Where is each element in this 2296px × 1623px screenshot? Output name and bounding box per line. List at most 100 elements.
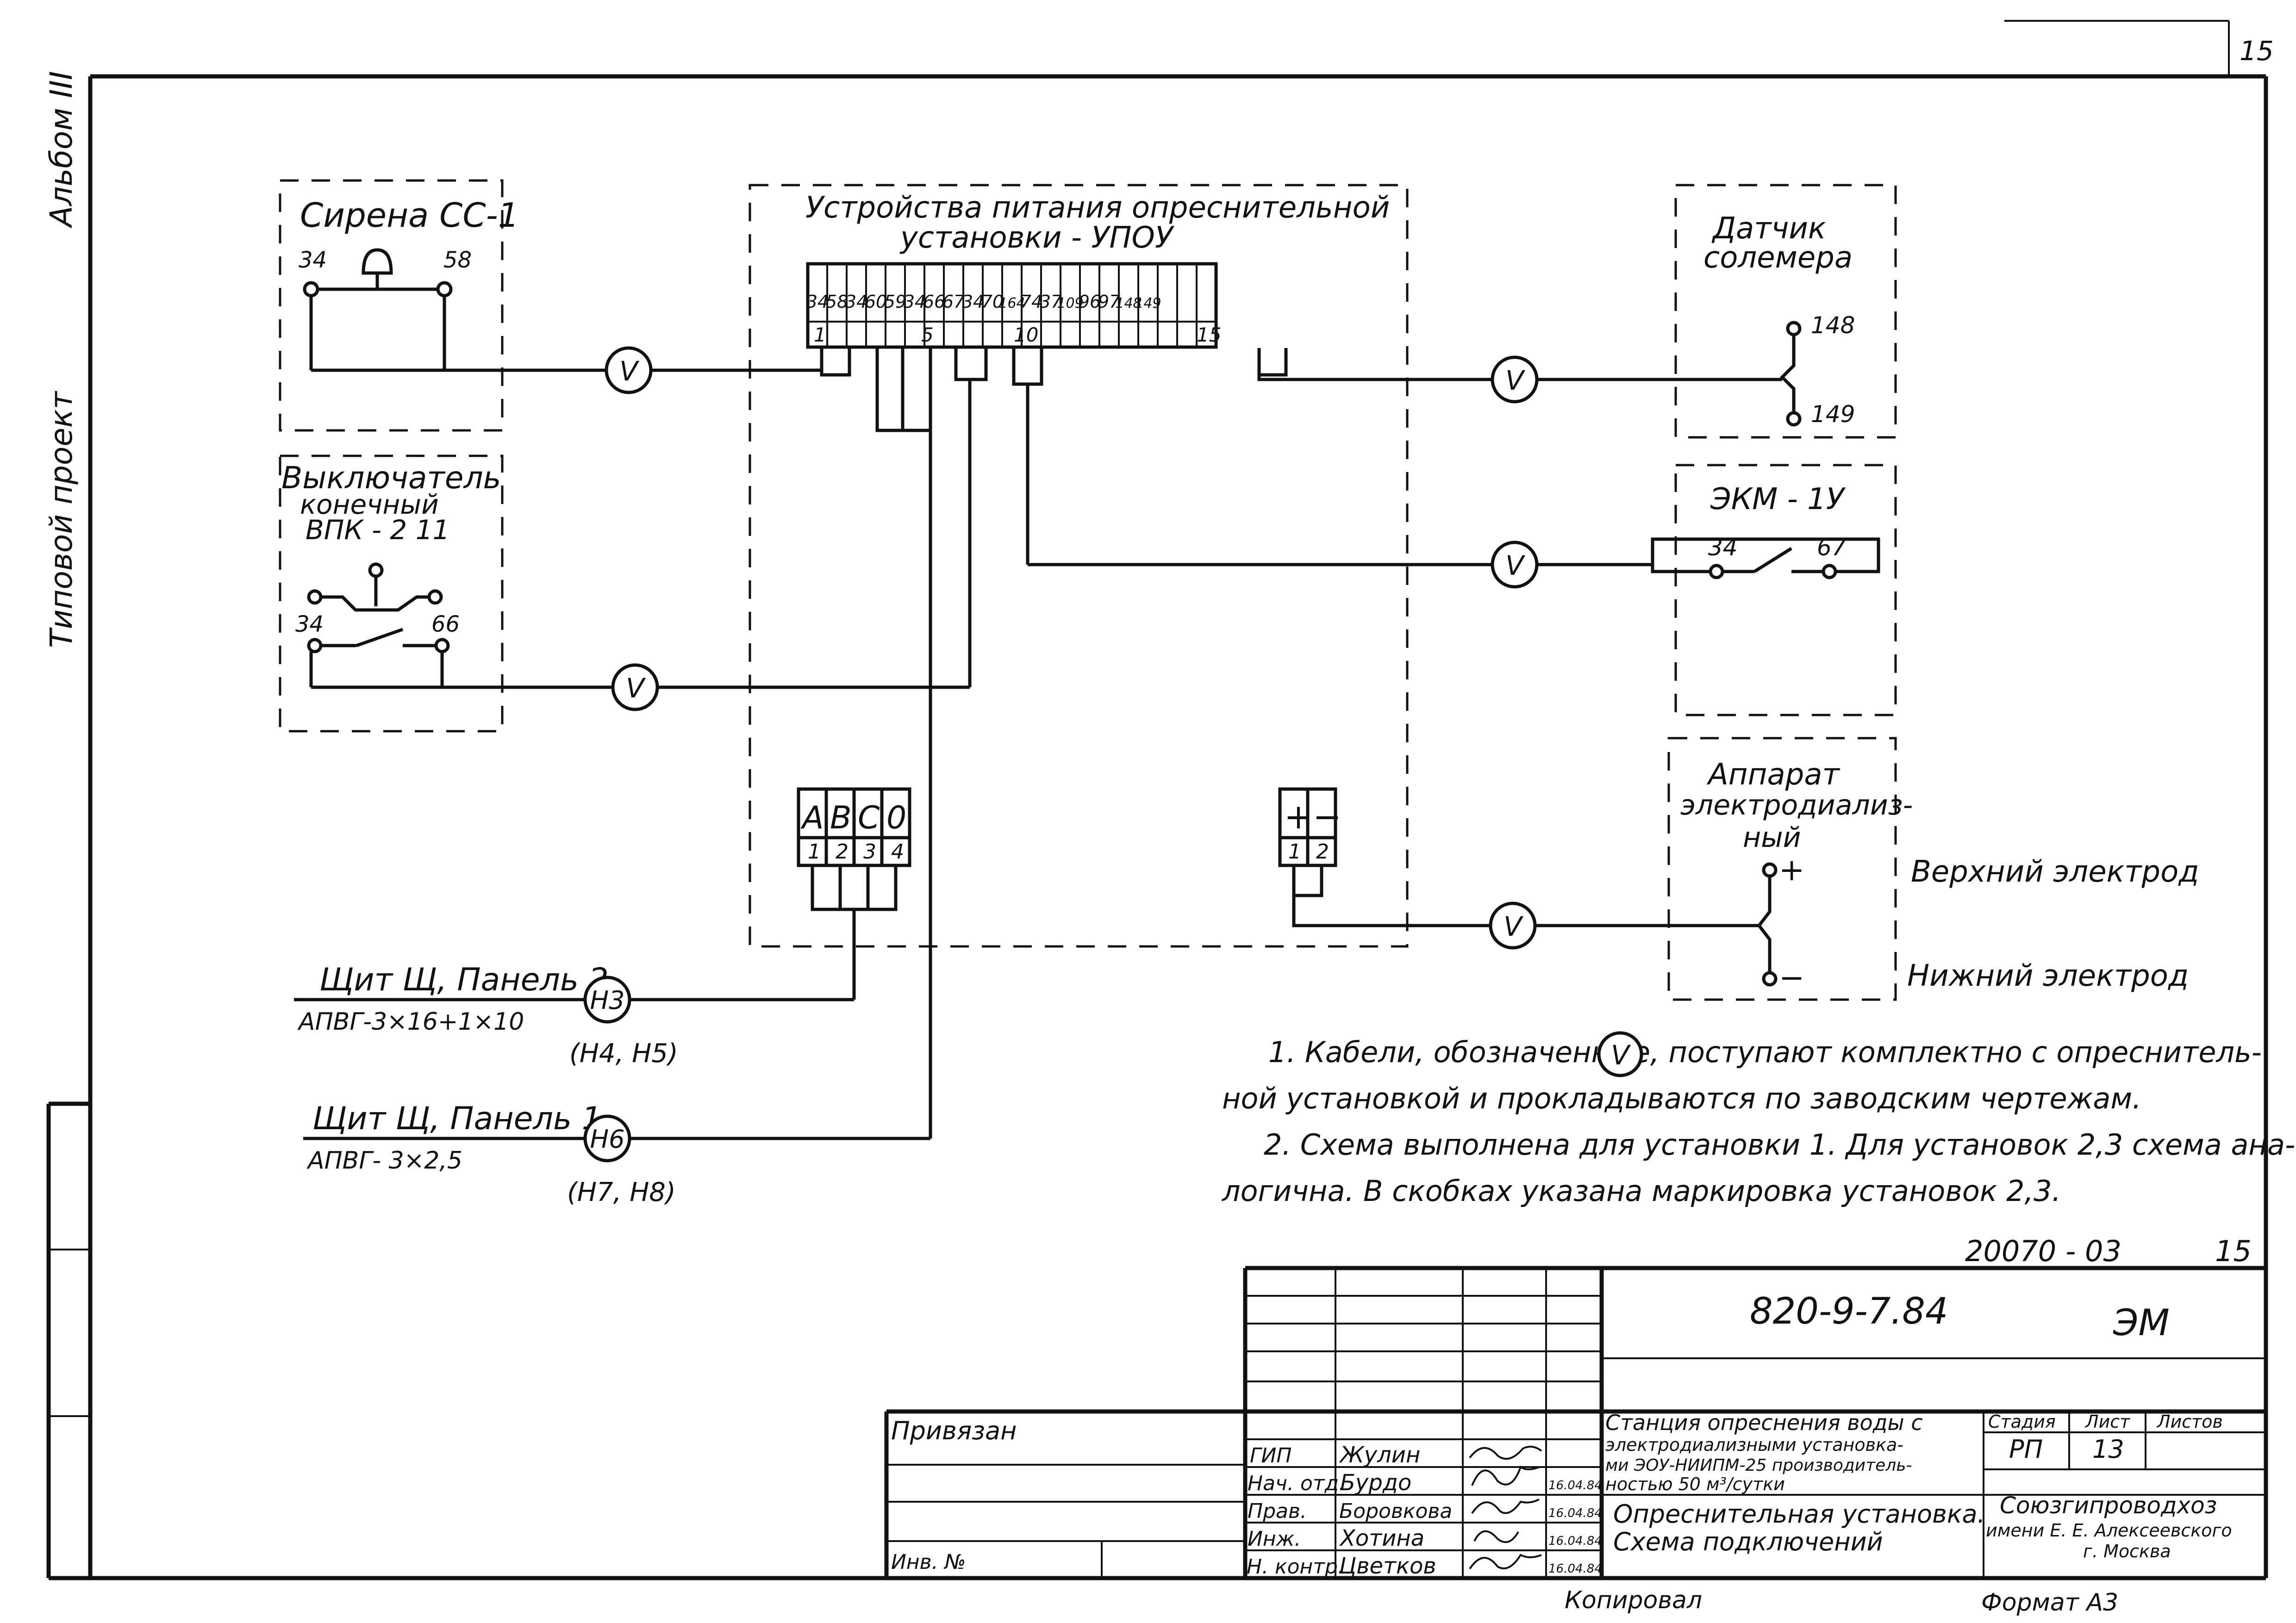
salinity-title-2: солемера <box>1703 241 1853 275</box>
stage-label: Стадия <box>1988 1412 2056 1432</box>
upou-index-10: 10 <box>1014 323 1038 346</box>
project-title-4: ностью 50 м³/сутки <box>1605 1474 1785 1494</box>
upou-block: Устройства питания опреснительной устано… <box>749 184 1409 948</box>
sheet-label: Лист <box>2084 1412 2131 1432</box>
cable-marker-electro <box>1489 902 1537 950</box>
role-gip: ГИП <box>1250 1444 1292 1468</box>
electro-title-1: Аппарат <box>1706 758 1841 792</box>
cable-marker-ekm <box>1491 541 1539 589</box>
sheet-frame <box>46 20 2268 1580</box>
signatures <box>1469 1446 1542 1570</box>
feed-marker-h6-label: Н6 <box>590 1125 625 1154</box>
salinity-sensor-block: Датчик солемера 148 149 <box>1674 184 1897 439</box>
limit-switch-block: Выключатель конечный ВПК - 2 11 34 66 <box>279 454 504 733</box>
upou-index-5: 5 <box>921 323 934 346</box>
siren-icon <box>362 248 393 275</box>
privyazan-label: Привязан <box>891 1416 1017 1445</box>
sheet-number: 15 <box>2215 1234 2252 1268</box>
phase-b: B <box>830 800 852 836</box>
drawing-mark: ЭМ <box>2113 1302 2170 1344</box>
title-block <box>884 1266 2266 1578</box>
name-engineer: Хотина <box>1339 1525 1424 1551</box>
cable-markers: V V V V V <box>605 346 1539 950</box>
project-title-2: электродиализными установка- <box>1605 1435 1903 1455</box>
siren-pin-58: 58 <box>443 247 472 273</box>
project-title-1: Станция опреснения воды с <box>1605 1410 1923 1435</box>
feed-panel-2-cable: АПВГ-3×16+1×10 <box>297 1008 524 1036</box>
role-head: Нач. отд. <box>1248 1472 1345 1495</box>
terminal-13: 37 <box>1040 292 1062 312</box>
upper-electrode-label: Верхний электрод <box>1911 855 2199 889</box>
phase-0: 0 <box>886 800 906 836</box>
dc-block: + − 1 2 <box>1278 787 1341 897</box>
terminal-8: 67 <box>942 292 965 312</box>
name-gip: Жулин <box>1339 1442 1420 1468</box>
feed-marker-h6-alt: (Н7, Н8) <box>567 1177 676 1207</box>
typical-project-label: Типовой проект <box>44 390 79 648</box>
cable-marker-electro-label: V <box>1504 911 1524 942</box>
cable-marker-switch <box>611 663 659 711</box>
project-title-3: ми ЭОУ-НИИПМ-25 производитель- <box>1605 1456 1912 1475</box>
copied-label: Копировал <box>1565 1586 1702 1614</box>
sheet-value: 13 <box>2092 1435 2124 1464</box>
phase-num-3: 3 <box>863 840 876 864</box>
dc-minus: − <box>1313 797 1341 837</box>
feed-marker-h3-label: Н3 <box>590 986 625 1015</box>
note-cable-marker-label: V <box>1611 1039 1631 1071</box>
drawing-title-2: Схема подключений <box>1613 1527 1883 1556</box>
cable-marker-siren-label: V <box>619 355 640 387</box>
date-head: 16.04.84 <box>1548 1479 1602 1492</box>
terminal-3: 34 <box>845 292 867 312</box>
role-engineer: Инж. <box>1248 1527 1301 1551</box>
note-1-part-b: , поступают комплектно с опреснитель- <box>1650 1035 2262 1069</box>
phase-num-1: 1 <box>808 840 821 864</box>
name-norm-control: Цветков <box>1339 1553 1436 1579</box>
terminal-2: 58 <box>826 292 848 312</box>
phase-num-4: 4 <box>891 840 904 864</box>
note-cable-marker <box>1597 1031 1643 1077</box>
salinity-pin-148: 148 <box>1811 312 1855 339</box>
sheets-label: Листов <box>2156 1412 2223 1432</box>
archive-number: 20070 - 03 <box>1965 1234 2121 1268</box>
organization-1: Союзгипроводхоз <box>2000 1492 2217 1519</box>
format-label: Формат А3 <box>1981 1589 2118 1617</box>
album-label: Альбом III <box>44 71 79 229</box>
feed-marker-h3 <box>583 976 631 1024</box>
terminal-9: 34 <box>962 292 984 312</box>
name-checker: Боровкова <box>1339 1499 1452 1523</box>
electro-title-2: электродиализ- <box>1680 789 1913 821</box>
limit-switch-pin-34: 34 <box>295 611 324 637</box>
cable-marker-salinity <box>1491 355 1539 404</box>
dc-plus: + <box>1284 797 1313 837</box>
upou-connectors <box>820 348 1288 432</box>
name-head: Бурдо <box>1340 1470 1411 1496</box>
cables <box>294 368 1782 1140</box>
terminal-16: 97 <box>1098 292 1120 312</box>
terminal-1: 34 <box>806 292 829 312</box>
siren-title: Сирена СС-1 <box>300 196 519 235</box>
terminal-5: 59 <box>884 292 906 312</box>
limit-switch-pin-66: 66 <box>431 611 460 637</box>
designation: 820-9-7.84 <box>1750 1291 1948 1332</box>
feed-panel-2: Щит Щ, Панель 2 АПВГ-3×16+1×10 Н3 (Н4, Н… <box>297 962 678 1069</box>
limit-switch-title-2: конечный <box>300 489 439 520</box>
salinity-pin-149: 149 <box>1811 401 1855 428</box>
organization-3: г. Москва <box>2083 1541 2171 1561</box>
stage-value: РП <box>2009 1435 2043 1464</box>
note-2-part-b: логична. В скобках указана маркировка ус… <box>1222 1174 2061 1208</box>
phase-c: C <box>858 800 880 836</box>
electro-plus: + <box>1779 852 1804 888</box>
terminal-12: 74 <box>1020 292 1042 312</box>
ekm-title: ЭКМ - 1У <box>1710 482 1846 516</box>
electrodialysis-block: Аппарат электродиализ- ный + − <box>1667 737 1913 1001</box>
role-checker: Прав. <box>1248 1499 1307 1523</box>
feed-panel-1: Щит Щ, Панель 1 АПВГ- 3×2,5 Н6 (Н7, Н8) <box>306 1101 676 1207</box>
corner-page-number: 15 <box>2240 35 2274 67</box>
date-norm-control: 16.04.84 <box>1548 1562 1602 1576</box>
note-1-part-a: 1. Кабели, обозначенные <box>1268 1035 1650 1069</box>
upou-title-2: установки - УПОУ <box>899 221 1175 255</box>
cable-marker-switch-label: V <box>626 672 646 704</box>
note-2-part-a: 2. Схема выполнена для установки 1. Для … <box>1264 1128 2295 1162</box>
terminal-15: 96 <box>1079 292 1101 312</box>
